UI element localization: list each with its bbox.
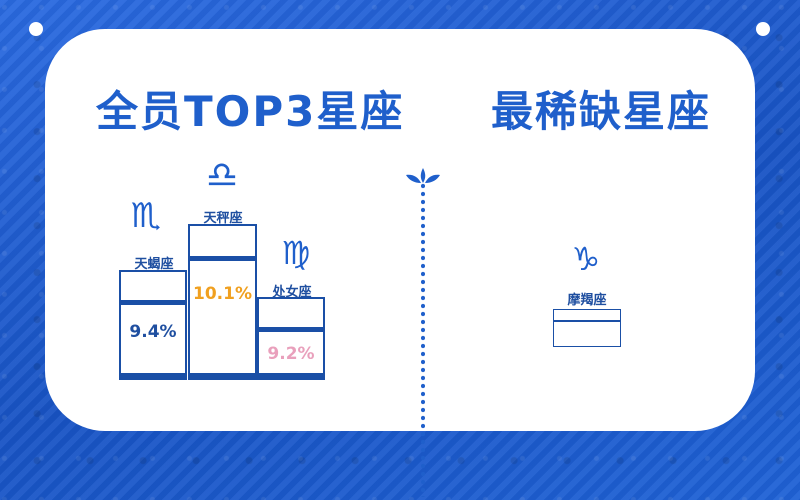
virgo-percent: 9.2% xyxy=(267,344,315,364)
scorpio-label: 天蝎座 xyxy=(134,257,174,272)
capricorn-symbol-icon: ♑ xyxy=(571,240,601,278)
divider-ornament-icon xyxy=(406,168,440,183)
capricorn-label: 摩羯座 xyxy=(567,293,607,308)
virgo-symbol-icon: ♍ xyxy=(281,234,311,272)
rarest-title: 最稀缺星座 xyxy=(491,87,712,136)
libra-symbol-icon: ♎ xyxy=(205,155,239,196)
libra-podium: 10.1% xyxy=(188,224,257,380)
virgo-podium: 9.2% xyxy=(257,297,325,380)
top3-title: 全员TOP3星座 xyxy=(96,87,405,136)
corner-dot-left xyxy=(29,22,43,36)
scorpio-symbol-icon: ♏ xyxy=(130,196,162,236)
corner-dot-right xyxy=(756,22,770,36)
capricorn-podium xyxy=(553,309,621,347)
dotted-divider xyxy=(421,182,425,497)
libra-label: 天秤座 xyxy=(203,211,243,226)
scorpio-podium: 9.4% xyxy=(119,270,187,380)
virgo-label: 处女座 xyxy=(272,285,312,300)
libra-percent: 10.1% xyxy=(193,284,252,304)
scorpio-percent: 9.4% xyxy=(129,322,177,342)
